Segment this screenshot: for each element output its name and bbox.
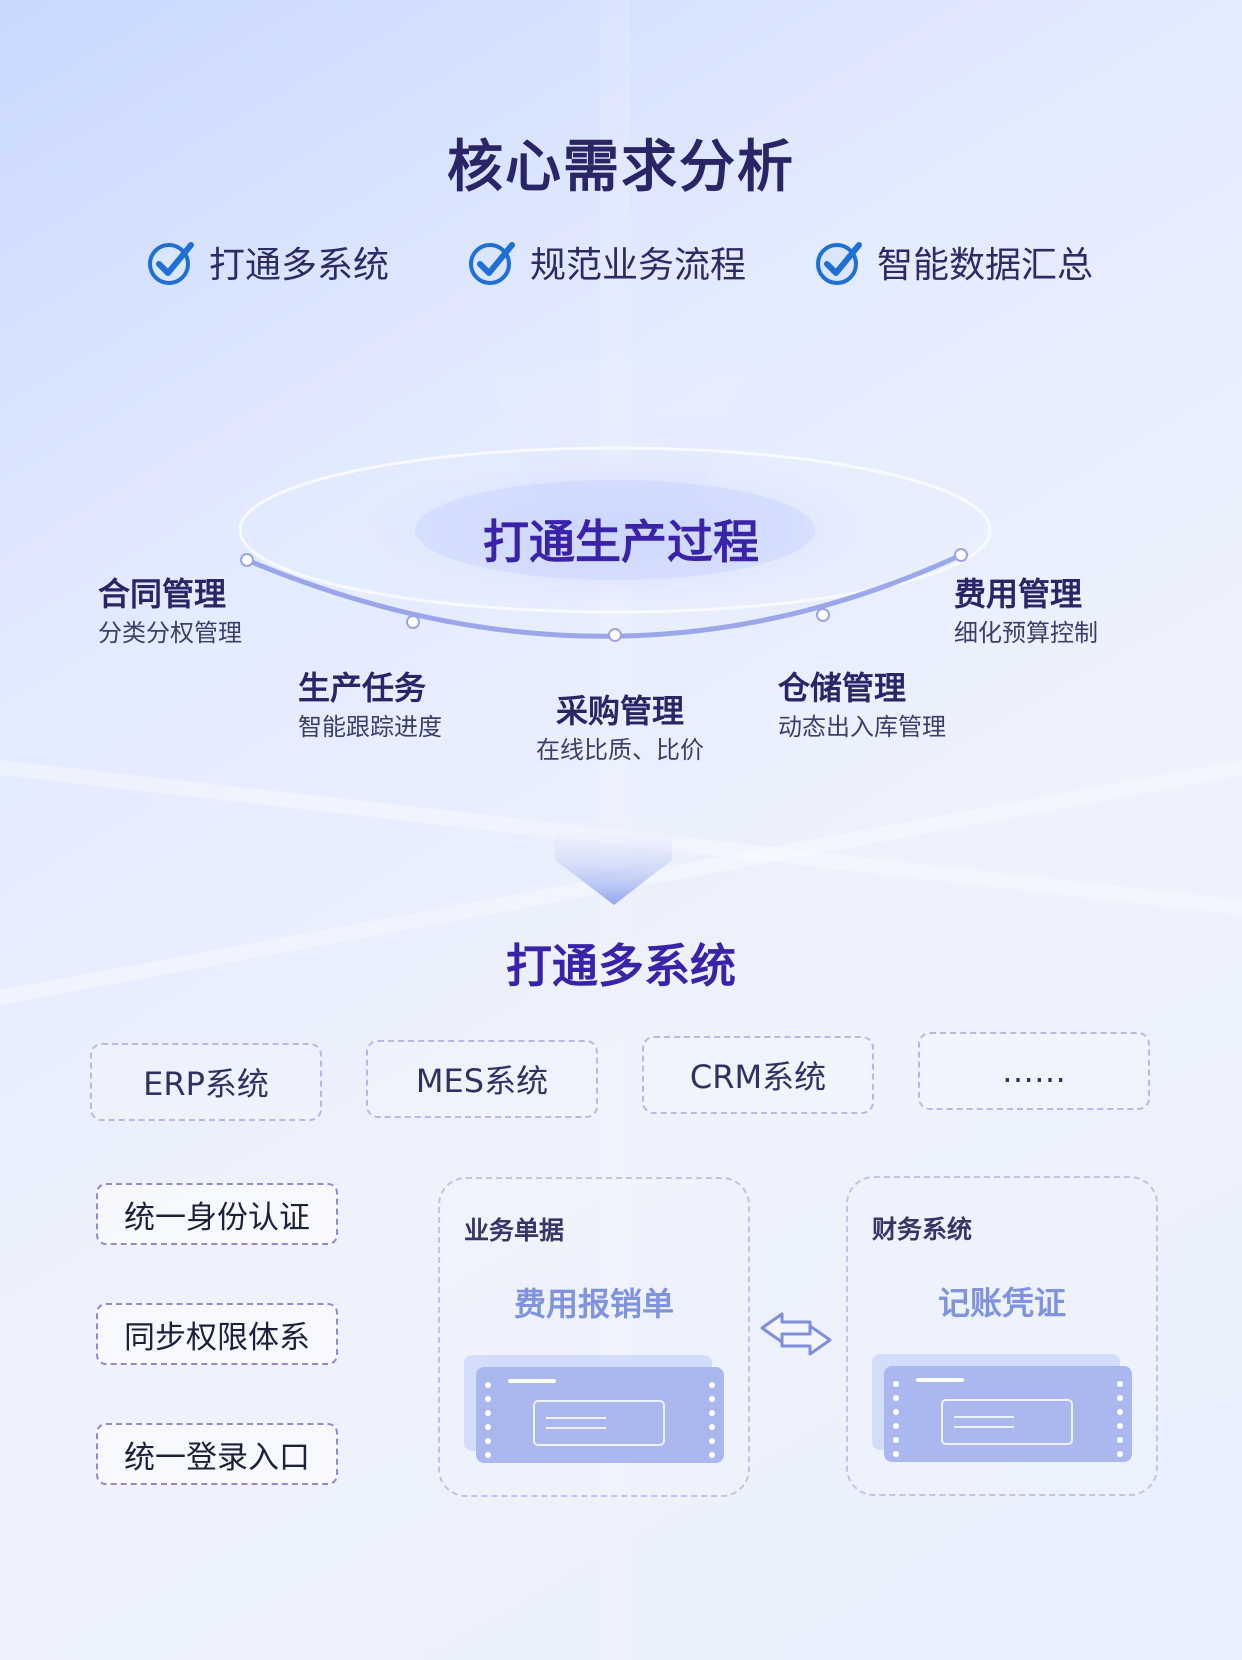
check-badge-icon — [148, 242, 194, 285]
orbit-dot — [954, 548, 968, 562]
panel-finance-system: 财务系统 记账凭证 — [846, 1176, 1158, 1496]
orbit-dot — [816, 608, 830, 622]
feature-box-identity: 统一身份认证 — [96, 1183, 338, 1245]
process-node-expense: 费用管理 细化预算控制 — [954, 574, 1098, 650]
node-title: 生产任务 — [298, 669, 427, 707]
panel-business-docs: 业务单据 费用报销单 — [438, 1177, 750, 1497]
panel-label: 业务单据 — [464, 1216, 565, 1245]
systems-title: 打通多系统 — [506, 939, 736, 993]
orbit-dot — [406, 615, 420, 629]
hub-ring-outer — [238, 446, 992, 614]
orbit-dot — [240, 553, 254, 567]
node-title: 采购管理 — [555, 692, 684, 730]
panel-doc-title: 记账凭证 — [937, 1284, 1066, 1322]
node-desc: 分类分权管理 — [98, 619, 242, 647]
system-box-crm: CRM系统 — [642, 1036, 874, 1114]
feature-box-permission: 同步权限体系 — [96, 1303, 338, 1365]
node-title: 合同管理 — [98, 575, 227, 613]
check-badge-icon — [816, 242, 862, 285]
bidirectional-arrow-icon — [760, 1312, 832, 1356]
page-title: 核心需求分析 — [447, 135, 795, 200]
feature-box-login: 统一登录入口 — [96, 1423, 338, 1485]
node-desc: 动态出入库管理 — [778, 713, 946, 741]
process-node-warehouse: 仓储管理 动态出入库管理 — [778, 668, 946, 744]
orbit-dot — [608, 628, 622, 642]
system-box-mes: MES系统 — [366, 1040, 598, 1118]
node-title: 费用管理 — [954, 575, 1083, 613]
node-title: 仓储管理 — [778, 669, 907, 707]
hub-ring-inner — [415, 480, 815, 580]
requirement-item: 智能数据汇总 — [815, 232, 1093, 292]
node-desc: 智能跟踪进度 — [298, 713, 442, 741]
panel-doc-title: 费用报销单 — [513, 1285, 674, 1323]
process-node-production: 生产任务 智能跟踪进度 — [298, 668, 442, 744]
requirement-item: 规范业务流程 — [468, 232, 746, 292]
node-desc: 在线比质、比价 — [536, 736, 704, 764]
document-card-icon — [464, 1355, 724, 1463]
node-desc: 细化预算控制 — [954, 619, 1098, 647]
requirement-label: 打通多系统 — [209, 245, 390, 286]
requirement-item: 打通多系统 — [147, 232, 389, 292]
system-box-erp: ERP系统 — [90, 1043, 322, 1121]
panel-label: 财务系统 — [872, 1215, 973, 1244]
process-node-contract: 合同管理 分类分权管理 — [98, 574, 242, 650]
check-badge-icon — [469, 242, 515, 285]
system-box-more: …… — [918, 1032, 1150, 1110]
requirement-label: 智能数据汇总 — [877, 245, 1094, 286]
process-node-purchase: 采购管理 在线比质、比价 — [520, 691, 720, 767]
document-card-icon — [872, 1354, 1132, 1462]
down-arrow — [555, 815, 672, 905]
hub-title: 打通生产过程 — [483, 515, 759, 569]
requirement-label: 规范业务流程 — [530, 245, 747, 286]
